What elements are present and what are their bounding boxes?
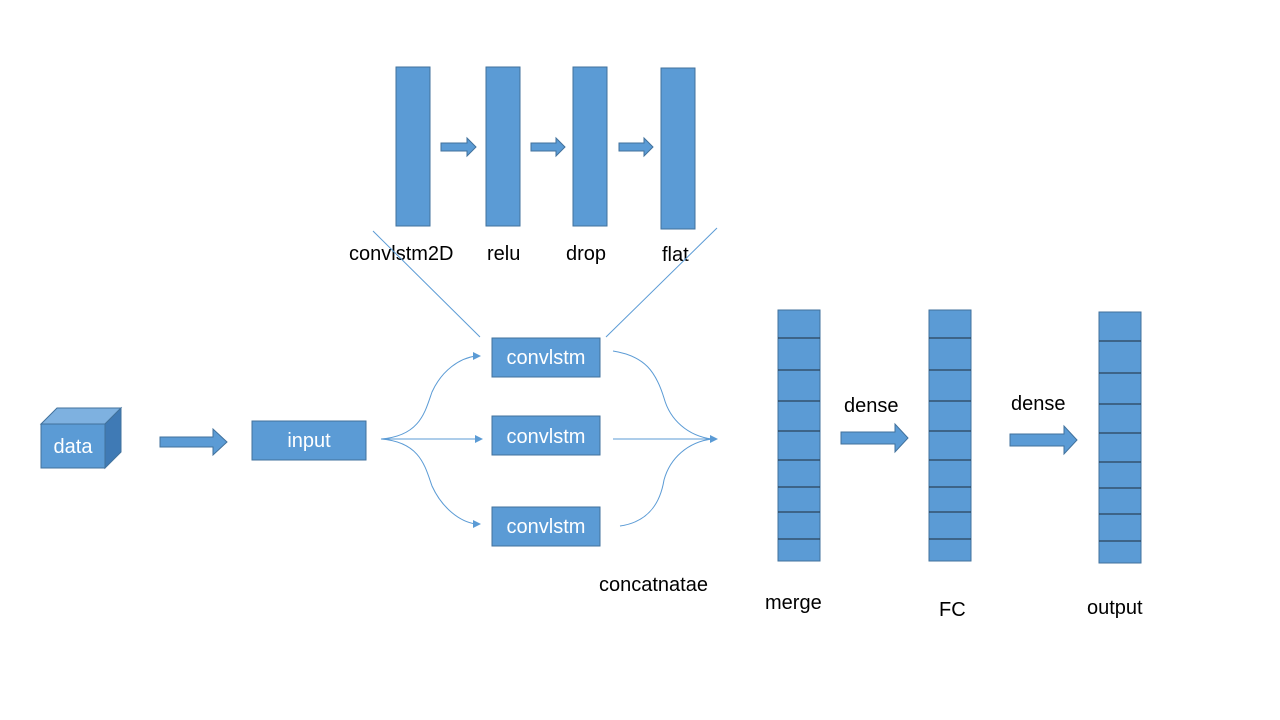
convlstm-box-top: [491, 337, 601, 378]
detail-arrow-3: [618, 136, 654, 158]
convlstm-box-middle: [491, 415, 601, 456]
dense-label-1: dense: [844, 395, 899, 417]
detail-layer-group: convlstm2D relu drop flat: [349, 66, 696, 266]
flat-label: flat: [662, 244, 689, 266]
output-stack: [1098, 311, 1142, 564]
relu-layer-column: [485, 66, 521, 227]
relu-label: relu: [487, 243, 520, 265]
convlstm2d-label: convlstm2D: [349, 243, 453, 265]
merge-curve-bottom: [619, 438, 713, 527]
convlstm2d-layer-column: [395, 66, 431, 227]
input-box: [251, 420, 367, 461]
input-label: input: [287, 430, 331, 452]
branch-arrowhead-middle: [475, 435, 483, 443]
detail-arrow-1: [440, 136, 477, 158]
branch-curve-bottom: [380, 438, 477, 525]
merge-stack: [777, 309, 821, 562]
zoom-guide-line-left: [372, 230, 481, 338]
merge-to-fc-arrow: [840, 422, 909, 454]
output-stack-cell-lines: [1099, 340, 1141, 542]
branch-arrowhead-top: [473, 352, 481, 360]
branch-curve-top: [380, 355, 477, 440]
convlstm-label-top: convlstm: [507, 347, 586, 369]
data-label: data: [54, 436, 94, 458]
fc-stack-cell-lines: [929, 337, 971, 540]
fc-stack-body: [928, 309, 972, 562]
data-cube: data: [39, 406, 123, 470]
concat-label: concatnatae: [599, 574, 708, 596]
branch-connectors: [380, 355, 477, 525]
convlstm-label-bottom: convlstm: [507, 516, 586, 538]
detail-arrow-2: [530, 136, 566, 158]
convlstm-box-bottom: [491, 506, 601, 547]
convlstm-label-middle: convlstm: [507, 426, 586, 448]
data-to-input-arrow: [159, 427, 228, 457]
merge-curve-top: [612, 350, 713, 440]
data-cube-front-face: [40, 423, 106, 469]
merge-arrowhead: [710, 435, 718, 443]
dense-label-2: dense: [1011, 393, 1066, 415]
merge-stack-cell-lines: [778, 337, 820, 540]
merge-stack-body: [777, 309, 821, 562]
fc-stack: [928, 309, 972, 562]
drop-label: drop: [566, 243, 606, 265]
merge-label: merge: [765, 592, 822, 614]
merge-connectors: [612, 350, 713, 527]
flat-layer-column: [660, 67, 696, 230]
output-label: output: [1087, 597, 1143, 619]
fc-label: FC: [939, 599, 966, 621]
drop-layer-column: [572, 66, 608, 227]
output-stack-body: [1098, 311, 1142, 564]
branch-arrowhead-bottom: [473, 520, 481, 528]
fc-to-output-arrow: [1009, 424, 1078, 456]
zoom-guide-line-right: [605, 227, 718, 338]
